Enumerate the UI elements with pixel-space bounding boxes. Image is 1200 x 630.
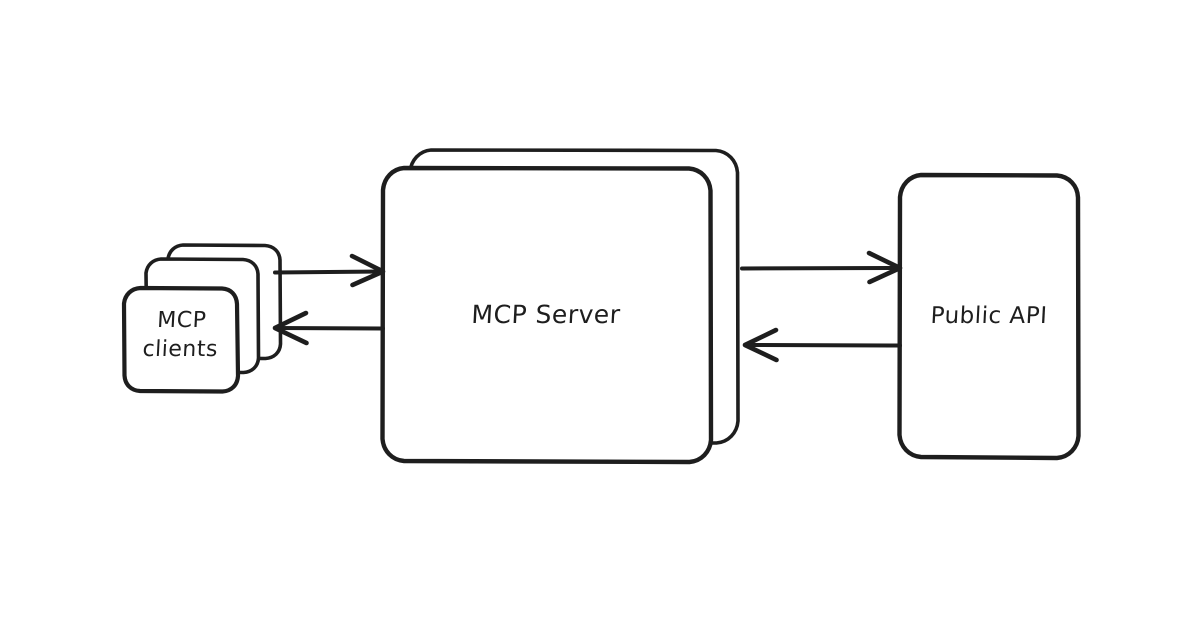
node-mcp-clients[interactable] [121,243,283,394]
public-api-box [897,172,1081,461]
edge-clients-to-server[interactable] [273,253,386,288]
edge-clients-to-server-line [273,269,385,275]
edge-server-to-api[interactable] [740,250,903,285]
edge-api-to-server-arrowhead [742,327,779,363]
edge-server-to-clients[interactable] [272,310,385,346]
edge-server-to-api-line [740,266,902,271]
edge-server-to-api-arrowhead [866,250,903,285]
mcp-server-box-front [380,165,714,465]
mcp-clients-card-front [121,285,241,394]
edge-api-to-server-line [743,343,902,348]
edge-api-to-server[interactable] [742,327,902,363]
node-public-api[interactable] [897,172,1081,461]
edge-clients-to-server-arrowhead [349,253,386,288]
node-mcp-server[interactable] [380,148,740,465]
edge-server-to-clients-arrowhead [272,310,309,346]
edge-server-to-clients-line [273,326,385,331]
